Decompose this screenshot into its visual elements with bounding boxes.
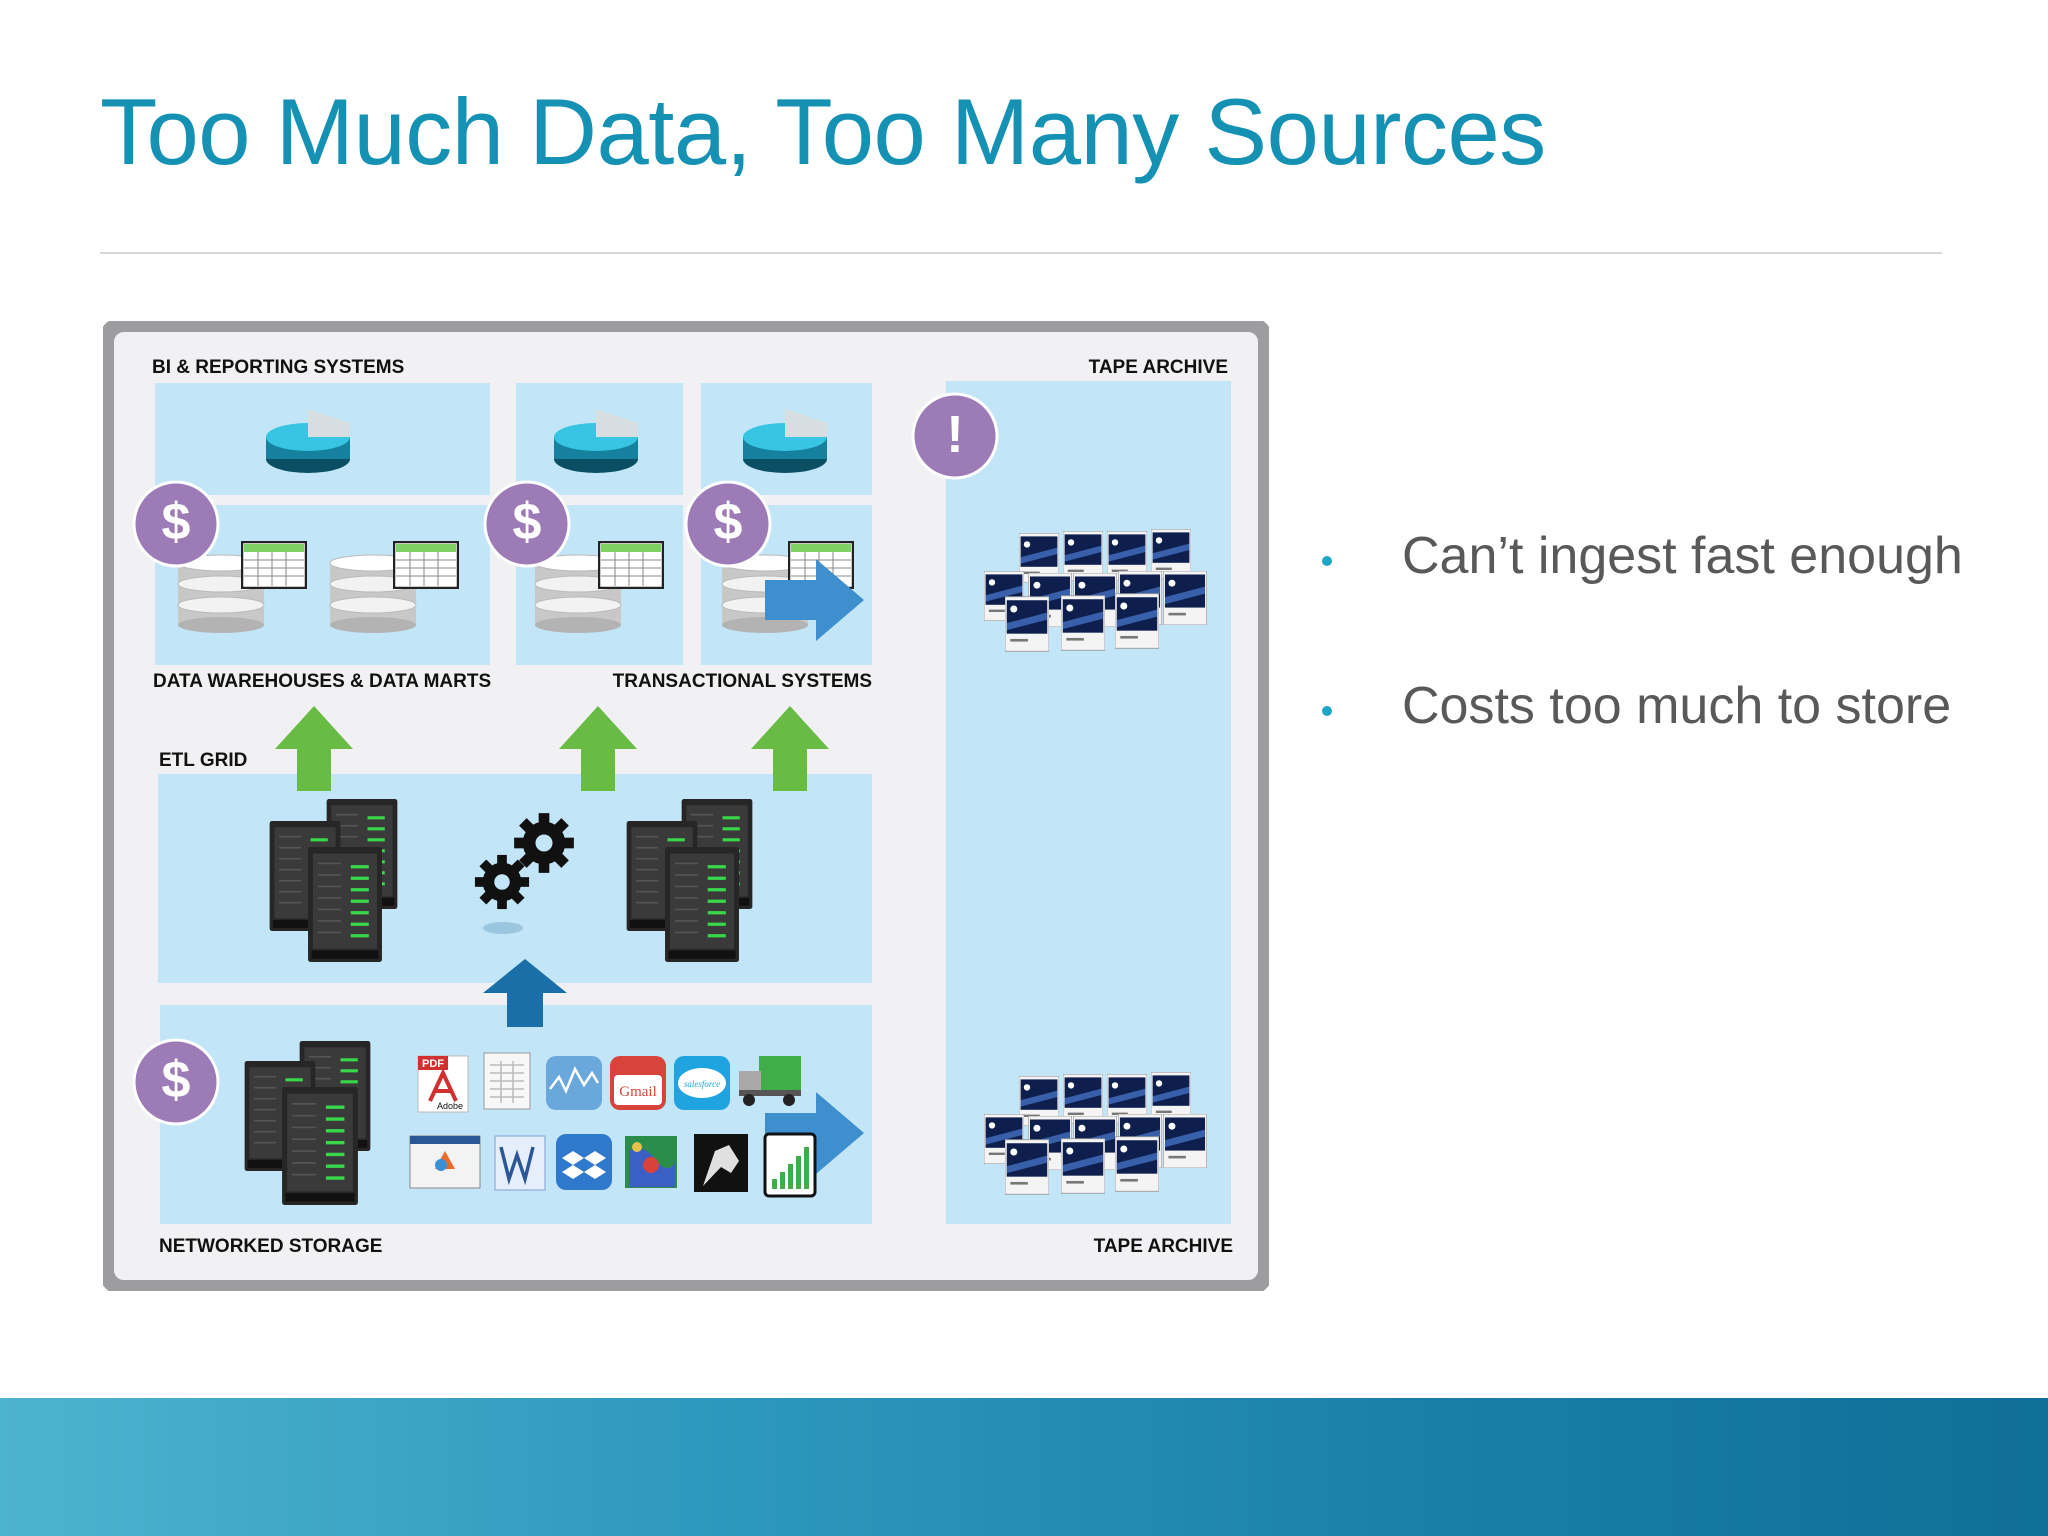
cost-badge: $ [132, 480, 220, 568]
alert-badge: ! [911, 392, 999, 480]
tape-cartridge-icon [1061, 1138, 1105, 1194]
chart-icon [546, 1056, 602, 1110]
svg-text:PDF: PDF [422, 1058, 444, 1070]
map-icon [625, 1136, 677, 1188]
tape-archive-bottom-label: TAPE ARCHIVE [1094, 1236, 1233, 1257]
server-rack-icon [306, 847, 384, 962]
svg-text:salesforce: salesforce [684, 1079, 720, 1089]
xray-icon [694, 1134, 748, 1192]
dark-blue-up-arrow [483, 959, 567, 1027]
tape-cartridge-icon [1163, 571, 1207, 625]
blue-right-arrow [765, 1092, 864, 1174]
spreadsheet-icon [241, 541, 307, 589]
word-doc-icon [494, 1135, 546, 1191]
spreadsheet-icon [598, 541, 664, 589]
spreadsheet-icon [393, 541, 459, 589]
slide-title: Too Much Data, Too Many Sources [100, 79, 1546, 184]
tape-archive-top-label: TAPE ARCHIVE [1089, 357, 1228, 378]
cost-badge: $ [132, 1038, 220, 1126]
bar-report-icon [763, 1132, 817, 1198]
svg-text:Gmail: Gmail [619, 1084, 657, 1100]
svg-text:$: $ [714, 493, 743, 551]
green-up-arrow [559, 706, 637, 791]
bullet-text: Can’t ingest fast enough [1402, 527, 1963, 585]
bi-reporting-label: BI & REPORTING SYSTEMS [152, 357, 404, 378]
tape-cartridge-icon [1005, 596, 1049, 652]
salesforce-icon: salesforce [674, 1056, 730, 1110]
tape-cartridge-icon [1163, 1114, 1207, 1168]
gears-icon [474, 813, 574, 934]
data-architecture-diagram: BI & REPORTING SYSTEMS TAPE ARCHIVE DATA… [103, 321, 1269, 1291]
etl-grid-label: ETL GRID [159, 750, 247, 771]
green-up-arrow [275, 706, 353, 791]
svg-text:$: $ [162, 1051, 191, 1109]
cost-badge: $ [684, 480, 772, 568]
tape-cartridge-icon [1061, 595, 1105, 651]
pdf-icon: PDF Adobe [417, 1055, 469, 1113]
tape-cartridge-icon [1115, 1136, 1159, 1192]
blue-right-arrow [765, 559, 864, 641]
dropbox-icon [556, 1134, 612, 1190]
server-rack-icon [280, 1087, 360, 1205]
networked-storage-label: NETWORKED STORAGE [159, 1236, 382, 1257]
bullet-dot [1322, 556, 1332, 566]
server-rack-icon [663, 847, 741, 962]
svg-text:!: ! [946, 406, 963, 464]
bullet-text: Costs too much to store [1402, 677, 1952, 735]
title-divider [100, 252, 1942, 254]
bullet-dot [1322, 706, 1332, 716]
transactional-systems-label: TRANSACTIONAL SYSTEMS [613, 671, 872, 692]
svg-text:$: $ [162, 493, 191, 551]
truck-icon [739, 1056, 801, 1106]
image-viewer-icon [409, 1135, 481, 1189]
document-icon [483, 1052, 531, 1110]
gmail-icon: Gmail [610, 1056, 666, 1110]
tape-cartridge-icon [1005, 1139, 1049, 1195]
svg-text:$: $ [513, 493, 542, 551]
footer-pattern-band [0, 1398, 2048, 1536]
green-up-arrow [751, 706, 829, 791]
svg-text:Adobe: Adobe [437, 1101, 463, 1111]
tape-cartridge-icon [1115, 593, 1159, 649]
cost-badge: $ [483, 480, 571, 568]
data-warehouses-label: DATA WAREHOUSES & DATA MARTS [153, 671, 491, 692]
